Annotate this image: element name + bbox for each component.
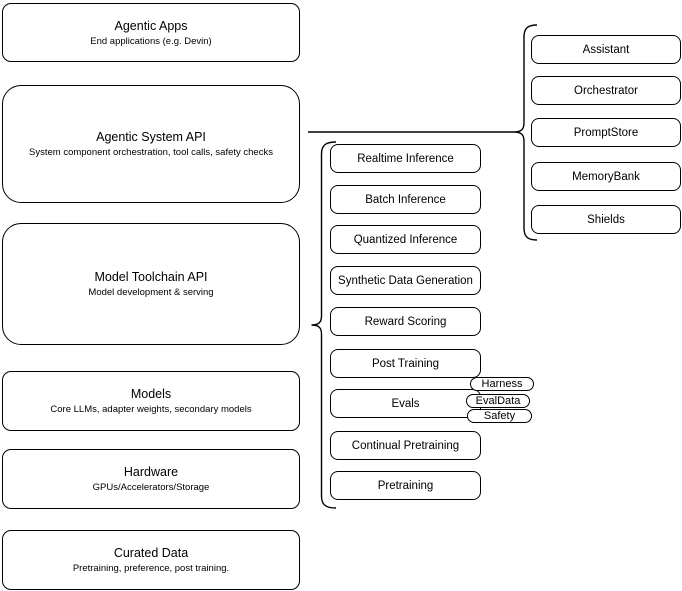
node-continual-pretraining: Continual Pretraining	[330, 431, 481, 460]
node-realtime-inference: Realtime Inference	[330, 144, 481, 173]
node-quantized-inference: Quantized Inference	[330, 225, 481, 254]
tag-safety: Safety	[467, 409, 532, 423]
node-subtitle: End applications (e.g. Devin)	[90, 35, 212, 47]
node-model-toolchain-api: Model Toolchain API Model development & …	[2, 223, 300, 345]
toolchain-brace	[311, 141, 337, 509]
node-evals: Evals	[330, 389, 481, 418]
node-shields: Shields	[531, 205, 681, 234]
components-brace	[513, 24, 538, 241]
node-orchestrator: Orchestrator	[531, 76, 681, 105]
node-batch-inference: Batch Inference	[330, 185, 481, 214]
node-title: Model Toolchain API	[94, 270, 208, 284]
node-memorybank: MemoryBank	[531, 162, 681, 191]
node-agentic-apps: Agentic Apps End applications (e.g. Devi…	[2, 3, 300, 62]
node-subtitle: Pretraining, preference, post training.	[72, 563, 230, 574]
node-hardware: Hardware GPUs/Accelerators/Storage	[2, 449, 300, 509]
node-title: Agentic System API	[96, 130, 206, 144]
tag-harness: Harness	[470, 377, 534, 391]
node-title: Hardware	[123, 465, 179, 479]
node-post-training: Post Training	[330, 349, 481, 378]
node-subtitle: Core LLMs, adapter weights, secondary mo…	[50, 404, 252, 415]
tag-evaldata: EvalData	[466, 394, 530, 408]
node-agentic-system-api: Agentic System API System component orch…	[2, 85, 300, 203]
node-subtitle: System component orchestration, tool cal…	[29, 147, 273, 158]
node-synthetic-data-generation: Synthetic Data Generation	[330, 266, 481, 295]
node-curated-data: Curated Data Pretraining, preference, po…	[2, 530, 300, 590]
node-pretraining: Pretraining	[330, 471, 481, 500]
node-subtitle: GPUs/Accelerators/Storage	[92, 482, 210, 493]
node-assistant: Assistant	[531, 35, 681, 64]
node-title: Curated Data	[113, 546, 189, 560]
node-title: Agentic Apps	[114, 18, 188, 33]
node-models: Models Core LLMs, adapter weights, secon…	[2, 371, 300, 431]
node-subtitle: Model development & serving	[88, 287, 214, 298]
node-reward-scoring: Reward Scoring	[330, 307, 481, 336]
node-title: Models	[130, 387, 172, 401]
node-promptstore: PromptStore	[531, 118, 681, 147]
